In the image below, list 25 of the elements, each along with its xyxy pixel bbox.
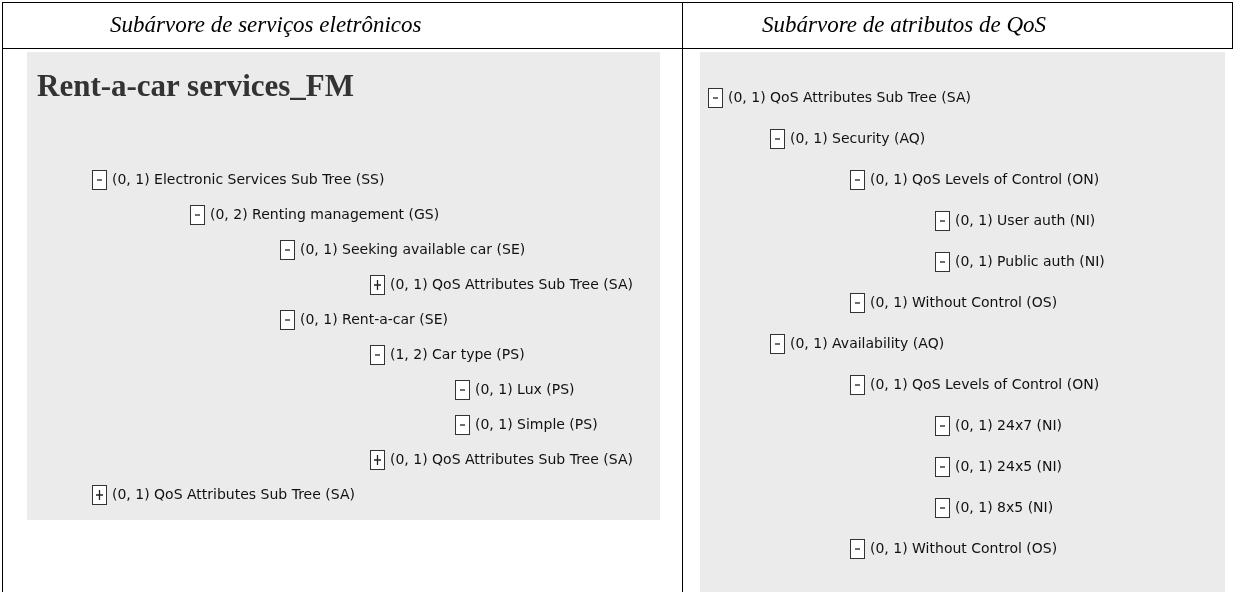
tree-item: (0, 1) QoS Levels of Control (ON) [870, 171, 1100, 187]
model-title: Rent-a-car services_FM [37, 68, 355, 104]
tree-item: (0, 1) Availability (AQ) [790, 335, 945, 351]
tree-item: (0, 1) Security (AQ) [790, 130, 926, 146]
tree-item: (0, 1) Rent-a-car (SE) [300, 311, 448, 327]
tree-item: (0, 1) 8x5 (NI) [955, 499, 1054, 515]
tree-item: (0, 1) User auth (NI) [955, 212, 1096, 228]
tree-item: (0, 1) QoS Attributes Sub Tree (SA) [390, 276, 633, 292]
tree-item: (0, 1) QoS Attributes Sub Tree (SA) [390, 451, 633, 467]
tree-item: (0, 1) Seeking available car (SE) [300, 241, 526, 257]
tree-item: (0, 1) Public auth (NI) [955, 253, 1105, 269]
tree-item: (0, 1) 24x7 (NI) [955, 417, 1063, 433]
tree-item: (0, 1) QoS Levels of Control (ON) [870, 376, 1100, 392]
tree-item: (1, 2) Car type (PS) [390, 346, 525, 362]
tree-item: (0, 1) QoS Attributes Sub Tree (SA) [112, 486, 355, 502]
tree-item: (0, 1) QoS Attributes Sub Tree (SA) [728, 89, 971, 105]
tree-item: (0, 1) Electronic Services Sub Tree (SS) [112, 171, 385, 187]
tree-item: (0, 1) Without Control (OS) [870, 294, 1058, 310]
tree-item: (0, 1) Simple (PS) [475, 416, 598, 432]
column-header: Subárvore de serviços eletrônicos [110, 12, 422, 38]
tree-item: (0, 1) Lux (PS) [475, 381, 575, 397]
tree-item: (0, 2) Renting management (GS) [210, 206, 440, 222]
column-header: Subárvore de atributos de QoS [762, 12, 1047, 38]
tree-item: (0, 1) Without Control (OS) [870, 540, 1058, 556]
tree-item: (0, 1) 24x5 (NI) [955, 458, 1063, 474]
